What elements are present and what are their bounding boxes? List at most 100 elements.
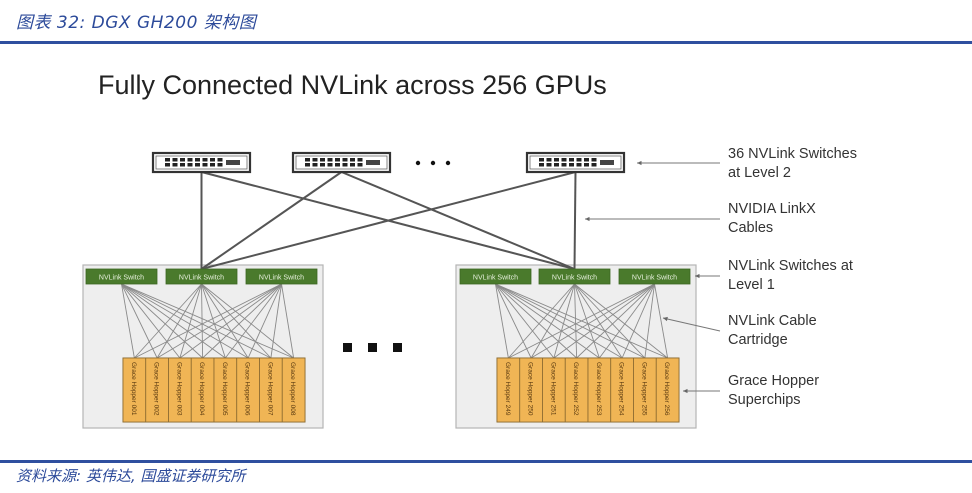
label-line: at Level 2	[728, 165, 791, 181]
cartridge-cable	[495, 283, 646, 359]
superchip-label: Grace Hopper 253	[595, 362, 602, 416]
switch-bezel	[529, 155, 622, 170]
label-cable-cartridge: NVLink Cable Cartridge	[728, 312, 817, 350]
label-line: NVLink Switches at	[728, 258, 853, 274]
cartridge-cable	[201, 283, 226, 359]
callout-line	[662, 317, 721, 332]
label-superchips: Grace Hopper Superchips	[728, 372, 819, 410]
superchip-label: Grace Hopper 003	[175, 362, 182, 416]
cartridge-cable	[530, 283, 655, 359]
port-icon	[357, 163, 363, 167]
switch-bezel	[155, 155, 248, 170]
superchip-label: Grace Hopper 256	[663, 362, 670, 416]
cartridge-cable	[495, 283, 532, 359]
superchip-label: Grace Hopper 006	[244, 362, 251, 416]
status-led-icon	[600, 160, 614, 165]
label-line: Grace Hopper	[728, 373, 820, 389]
port-icon	[350, 158, 355, 162]
label-line: Cables	[728, 220, 774, 236]
level1-switch	[459, 268, 532, 285]
port-icon	[187, 163, 193, 167]
level1-switch-label: NVLink Switch	[179, 275, 224, 282]
port-icon	[305, 163, 310, 167]
level1-switch	[538, 268, 611, 285]
port-icon	[546, 158, 552, 162]
arrowhead-icon	[695, 273, 700, 279]
grace-hopper-superchip	[655, 357, 680, 423]
cartridge-cable	[201, 283, 249, 359]
port-icon	[554, 163, 559, 167]
switch-body	[151, 151, 252, 174]
port-icon	[569, 158, 574, 162]
cartridge-cable	[201, 283, 204, 359]
cartridge-cable	[201, 283, 272, 359]
port-icon	[172, 163, 178, 167]
cartridge-cable	[121, 283, 203, 359]
cartridge-cable	[508, 283, 575, 359]
cartridge-cable	[644, 283, 655, 359]
port-icon	[584, 163, 589, 167]
level1-switch	[245, 268, 318, 285]
port-icon	[312, 163, 318, 167]
port-icon	[172, 158, 178, 162]
port-icon	[569, 163, 574, 167]
cartridge-cable	[156, 283, 282, 359]
port-icon	[561, 163, 567, 167]
label-line: Level 1	[728, 277, 775, 293]
ellipsis-dot-icon	[430, 160, 436, 166]
superchip-label: Grace Hopper 002	[153, 362, 160, 416]
level1-switch	[85, 268, 158, 285]
label-line: 36 NVLink Switches	[728, 146, 857, 162]
port-icon	[165, 158, 170, 162]
cartridge-cable	[121, 283, 226, 359]
level1-switch-label: NVLink Switch	[552, 275, 597, 282]
cartridge-cable	[530, 283, 575, 359]
superchip-label: Grace Hopper 001	[130, 362, 137, 416]
switch-body	[291, 151, 392, 174]
cartridge-cable	[495, 283, 509, 359]
port-icon	[195, 158, 200, 162]
cartridge-cable	[553, 283, 655, 359]
linkx-cable	[573, 171, 577, 270]
level1-switch-label: NVLink Switch	[259, 275, 304, 282]
arrowhead-icon	[663, 316, 668, 322]
cartridge-cable	[574, 283, 668, 359]
port-icon	[305, 158, 310, 162]
port-icon	[576, 163, 582, 167]
port-icon	[342, 163, 348, 167]
cartridge-cable	[225, 283, 282, 359]
ellipsis-square-icon	[368, 343, 377, 352]
port-icon	[327, 158, 333, 162]
port-icon	[187, 158, 193, 162]
port-icon	[210, 158, 215, 162]
cartridge-cable	[574, 283, 623, 359]
level1-switch	[165, 268, 238, 285]
superchip-label: Grace Hopper 255	[640, 362, 647, 416]
arrowhead-icon	[585, 216, 590, 222]
port-icon	[312, 158, 318, 162]
port-icon	[195, 163, 200, 167]
cartridge-cable	[121, 283, 249, 359]
port-icon	[584, 158, 589, 162]
cartridge-cable	[247, 283, 282, 359]
cartridge-cable	[270, 283, 282, 359]
cartridge-cable	[495, 283, 623, 359]
port-icon	[554, 158, 559, 162]
cartridge-cable	[495, 283, 555, 359]
port-icon	[217, 163, 223, 167]
port-icon	[202, 163, 208, 167]
superchip-label: Grace Hopper 007	[266, 362, 273, 416]
status-led-icon	[366, 160, 380, 165]
linkx-cable	[341, 171, 575, 270]
cartridge-cable	[121, 283, 135, 359]
cartridge-cable	[599, 283, 655, 359]
port-icon	[576, 158, 582, 162]
port-icon	[180, 163, 185, 167]
ellipsis-dot-icon	[415, 160, 421, 166]
cartridge-cable	[574, 283, 578, 359]
superchip-label: Grace Hopper 005	[221, 362, 228, 416]
diagram-title: Fully Connected NVLink across 256 GPUs	[98, 70, 607, 100]
port-icon	[217, 158, 223, 162]
port-icon	[591, 158, 597, 162]
